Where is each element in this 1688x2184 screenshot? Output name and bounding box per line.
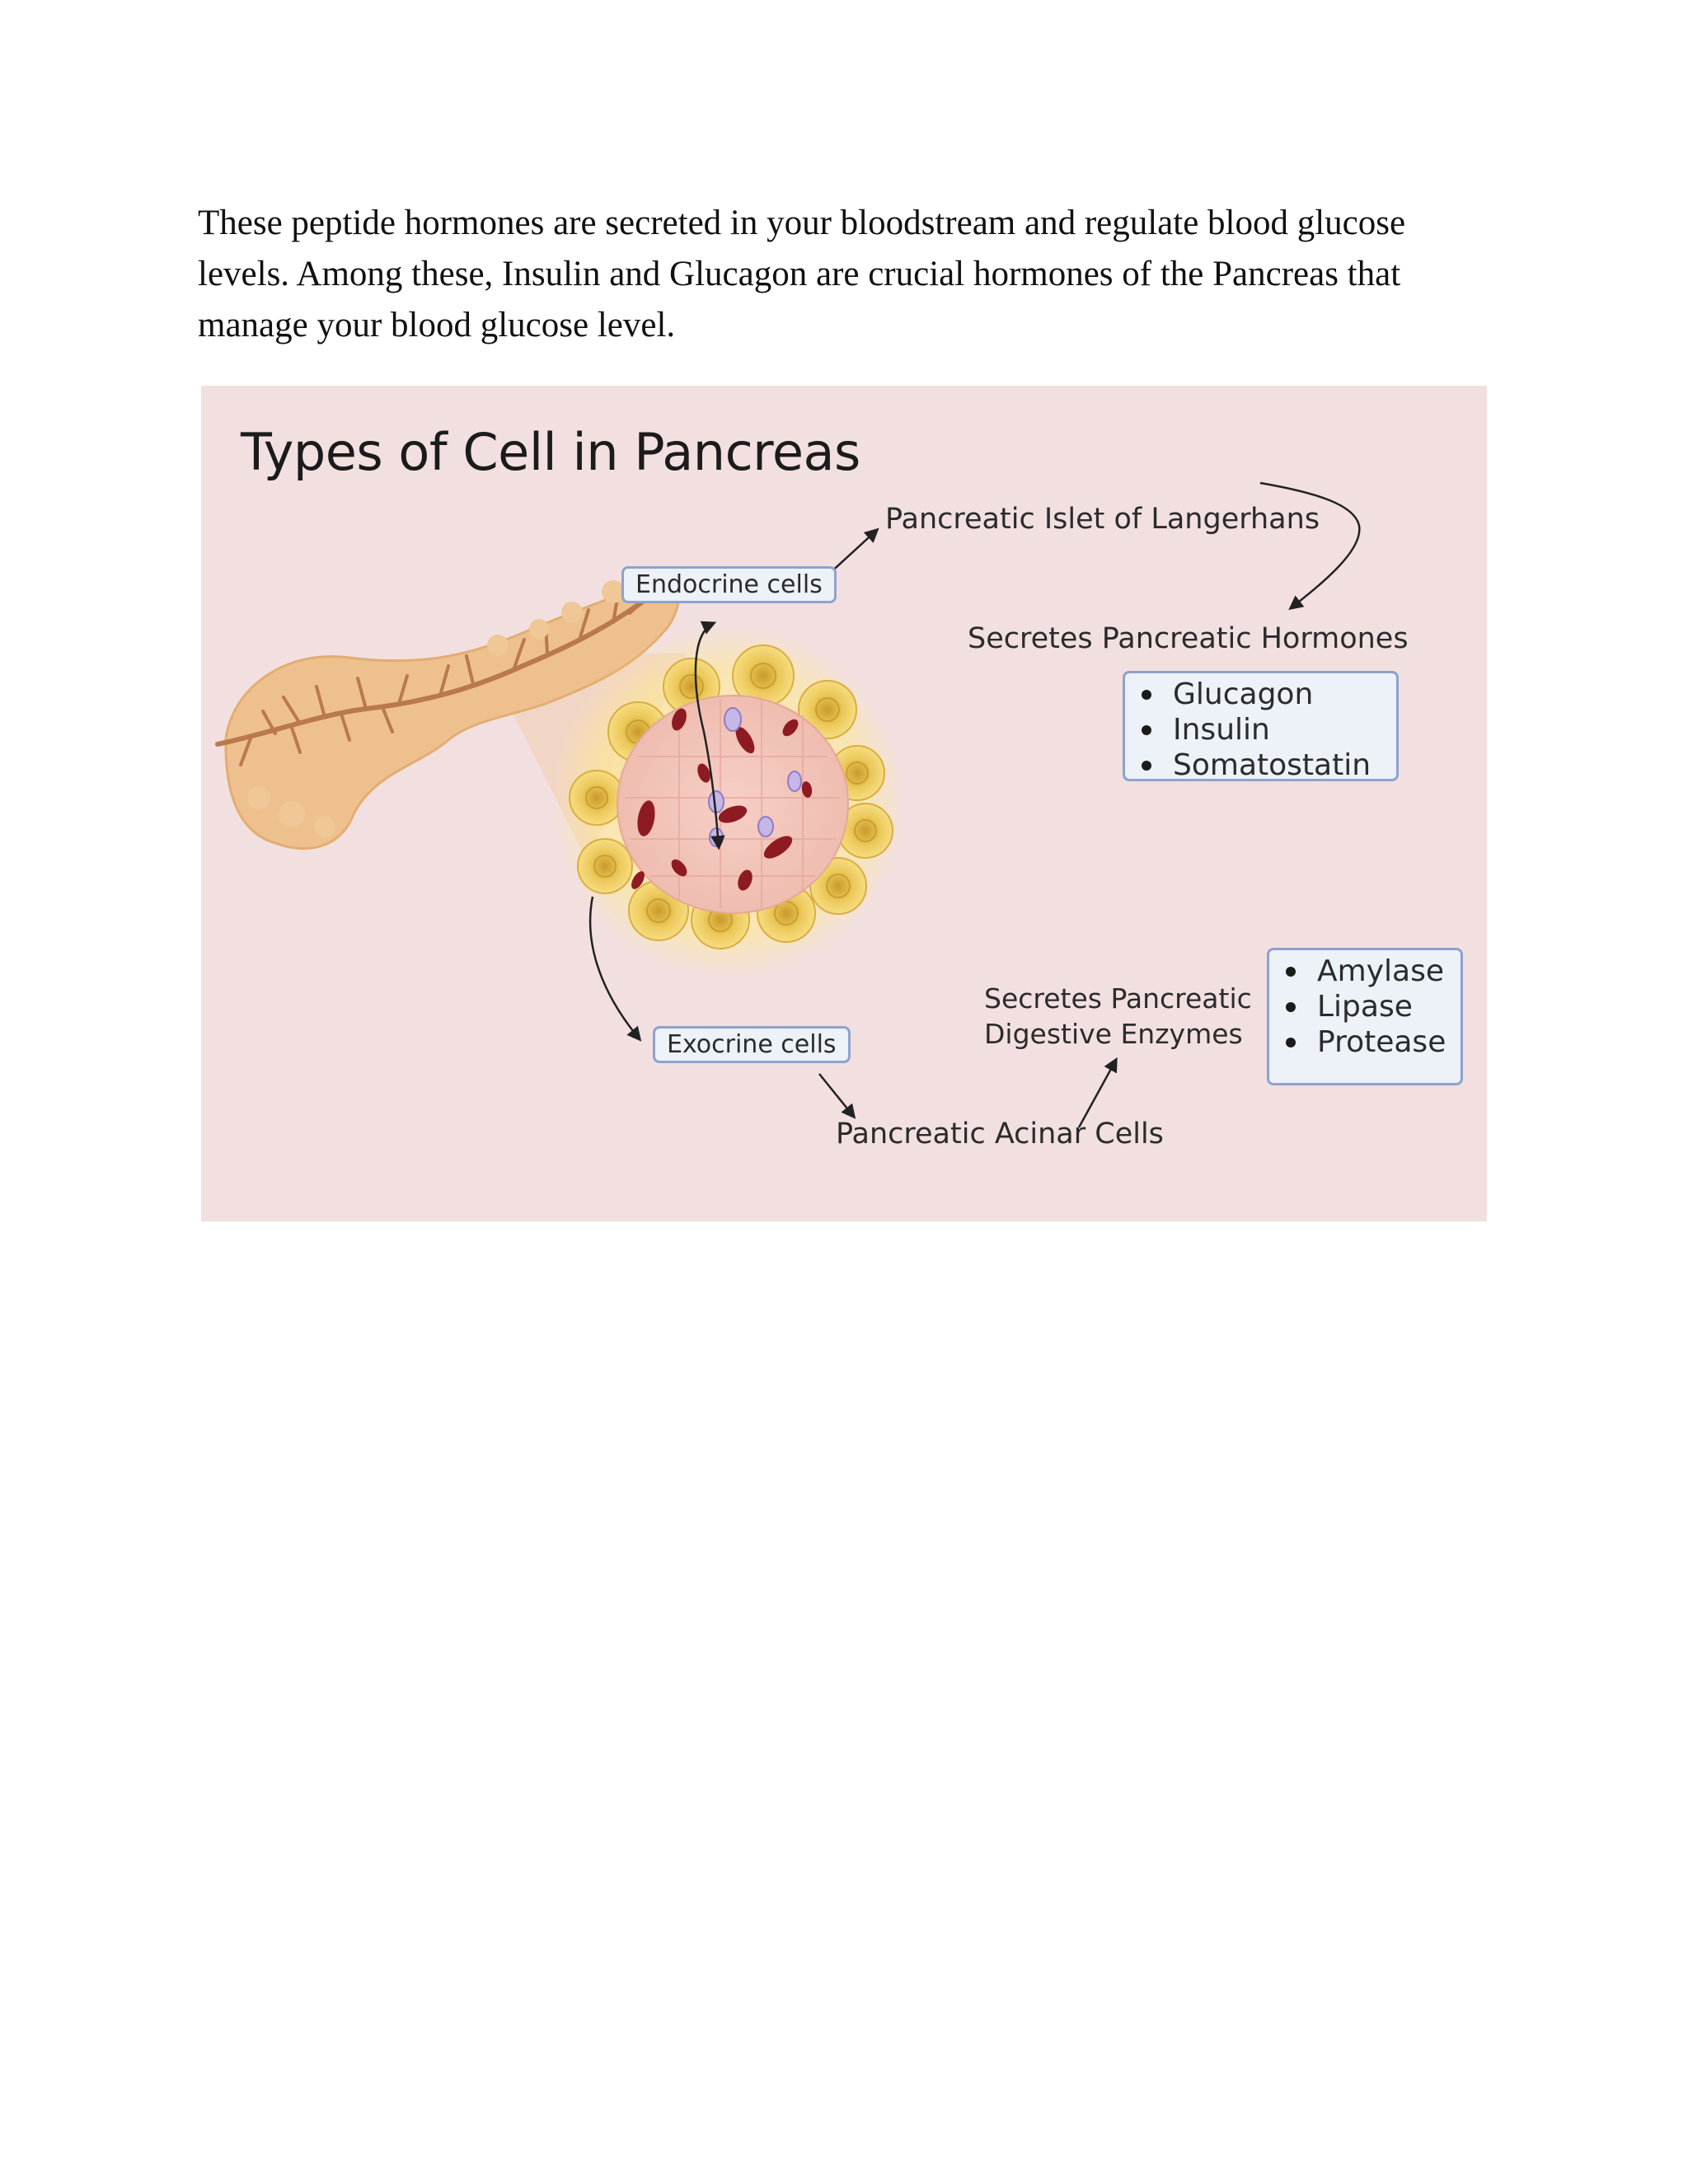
acinar-cells-label: Pancreatic Acinar Cells: [836, 1118, 1164, 1151]
endocrine-cells-label: Endocrine cells: [635, 570, 823, 599]
figure-title: Types of Cell in Pancreas: [241, 422, 860, 482]
endocrine-cells-box: Endocrine cells: [621, 566, 837, 603]
enzyme-item: Protease: [1269, 1024, 1461, 1060]
secretes-enzymes-line2: Digestive Enzymes: [984, 1018, 1243, 1050]
pancreas-illustration: [215, 572, 681, 850]
hormone-item: Insulin: [1125, 712, 1396, 748]
hormones-list: Glucagon Insulin Somatostatin: [1125, 673, 1396, 783]
arrow-icon: [588, 481, 1361, 1128]
hormone-item: Glucagon: [1125, 677, 1396, 712]
pancreas-cell-types-figure: Types of Cell in Pancreas Pancreatic Isl…: [201, 386, 1487, 1221]
hormones-list-box: Glucagon Insulin Somatostatin: [1123, 671, 1399, 783]
exocrine-cells-box: Exocrine cells: [653, 1026, 851, 1063]
hormone-item: Somatostatin: [1125, 748, 1396, 783]
figure-artwork: [215, 481, 1361, 1128]
islet-cluster-illustration: [551, 625, 906, 979]
islet-label: Pancreatic Islet of Langerhans: [885, 503, 1320, 536]
body-paragraph: These peptide hormones are secreted in y…: [198, 204, 1406, 344]
enzyme-item: Amylase: [1269, 954, 1461, 989]
secretes-hormones-label: Secretes Pancreatic Hormones: [968, 622, 1409, 655]
enzymes-list-box: Amylase Lipase Protease: [1267, 948, 1463, 1085]
secretes-enzymes-label: Secretes Pancreatic Digestive Enzymes: [984, 981, 1252, 1052]
enzymes-list: Amylase Lipase Protease: [1269, 950, 1461, 1060]
secretes-enzymes-line1: Secretes Pancreatic: [984, 982, 1252, 1015]
exocrine-cells-label: Exocrine cells: [667, 1030, 837, 1059]
enzyme-item: Lipase: [1269, 989, 1461, 1024]
